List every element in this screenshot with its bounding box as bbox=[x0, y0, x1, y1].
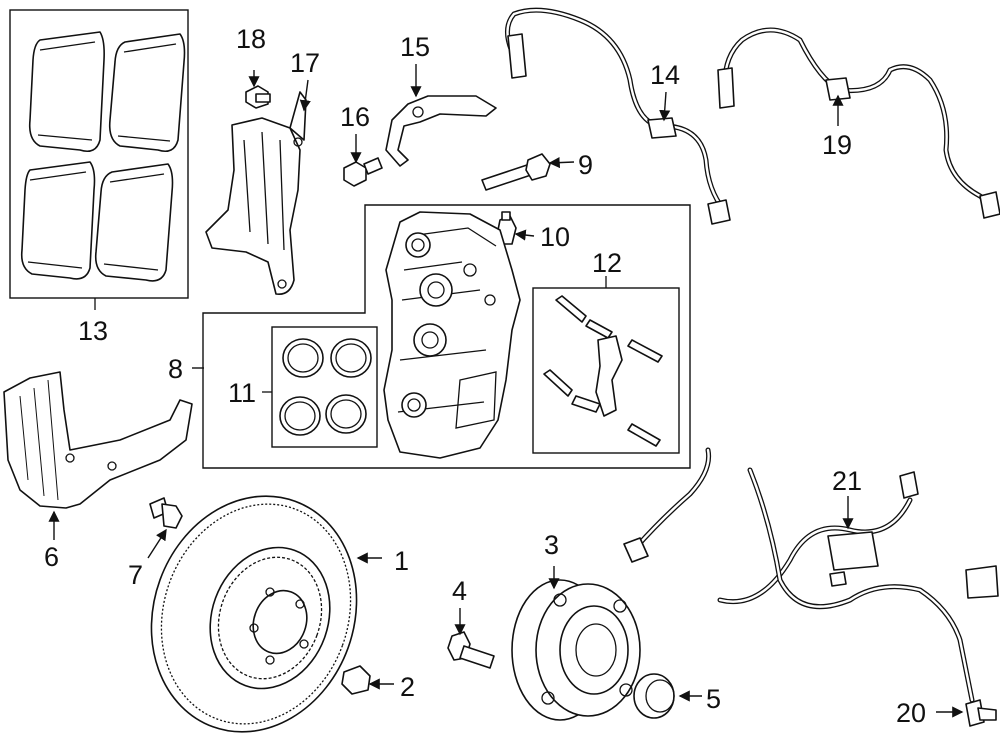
callout-20: 20 bbox=[896, 698, 926, 728]
callout-1: 1 bbox=[394, 546, 409, 576]
piston-seals bbox=[279, 338, 372, 436]
bolt-2 bbox=[341, 665, 371, 695]
hardware-kit bbox=[543, 295, 663, 447]
callout-19: 19 bbox=[822, 130, 852, 160]
callout-13: 13 bbox=[78, 316, 108, 346]
callout-labels: 1 2 3 4 5 6 7 8 9 10 11 12 13 14 15 16 1… bbox=[44, 24, 926, 728]
guide-pin bbox=[481, 153, 551, 191]
callout-7: 7 bbox=[128, 560, 143, 590]
callout-10: 10 bbox=[540, 222, 570, 252]
wheel-hub bbox=[511, 579, 641, 721]
dust-cap bbox=[633, 673, 675, 719]
splash-shield bbox=[3, 371, 193, 509]
callout-9: 9 bbox=[578, 150, 593, 180]
brake-pad-set bbox=[20, 31, 186, 282]
callout-2: 2 bbox=[400, 672, 415, 702]
callout-12: 12 bbox=[592, 248, 622, 278]
callout-3: 3 bbox=[544, 530, 559, 560]
caliper-bracket bbox=[205, 91, 307, 296]
callout-21: 21 bbox=[832, 466, 862, 496]
callout-17: 17 bbox=[290, 48, 320, 78]
wheel-speed-sensor bbox=[965, 699, 997, 727]
callout-16: 16 bbox=[340, 102, 370, 132]
callout-18: 18 bbox=[236, 24, 266, 54]
bolt-18 bbox=[245, 85, 271, 109]
sensor-wire-19 bbox=[717, 27, 1000, 219]
callout-5: 5 bbox=[706, 684, 721, 714]
wiring-harness bbox=[623, 447, 999, 703]
sensor-wire-14 bbox=[505, 7, 731, 225]
callout-15: 15 bbox=[400, 32, 430, 62]
callout-4: 4 bbox=[452, 576, 467, 606]
brake-pads-box bbox=[9, 9, 189, 299]
callout-8: 8 bbox=[168, 354, 183, 384]
callout-6: 6 bbox=[44, 542, 59, 572]
brake-rotor bbox=[150, 495, 358, 733]
piston-seals-box bbox=[271, 326, 378, 448]
callout-11: 11 bbox=[228, 378, 256, 408]
leader-lines bbox=[48, 64, 964, 718]
bolt-16 bbox=[343, 157, 383, 187]
wheel-stud bbox=[447, 631, 495, 669]
bolt-7 bbox=[149, 497, 183, 529]
brake-caliper bbox=[383, 211, 521, 459]
caliper-box bbox=[202, 204, 691, 469]
hose-bracket bbox=[385, 95, 497, 167]
callout-14: 14 bbox=[650, 60, 680, 90]
